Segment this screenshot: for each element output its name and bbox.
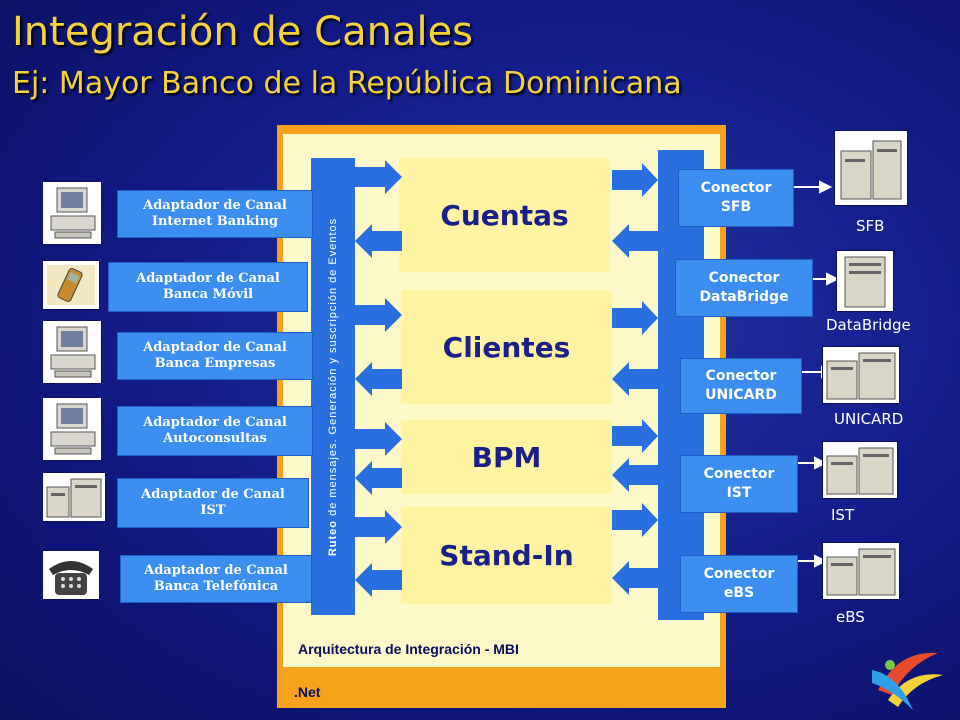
service-stand-in: Stand-In: [401, 507, 612, 604]
page-subtitle: Ej: Mayor Banco de la República Dominica…: [12, 66, 682, 101]
arrow-left: [612, 458, 658, 492]
mbi-label: Arquitectura de Integración - MBI: [298, 641, 519, 657]
system-databridge-label: DataBridge: [826, 316, 911, 334]
message-routing-bus: [311, 158, 355, 615]
arrow-right: [612, 301, 658, 335]
arrow-right: [355, 160, 402, 194]
computer-icon: [42, 397, 102, 461]
arrow-left: [612, 362, 658, 396]
arrow-left: [612, 561, 658, 595]
arrow-left: [355, 461, 402, 495]
service-bpm: BPM: [401, 420, 612, 494]
arrow-left: [355, 224, 402, 258]
server-icon: [822, 346, 900, 404]
arrow-left: [612, 224, 658, 258]
arrow-right: [355, 298, 402, 332]
service-clientes: Clientes: [401, 290, 612, 404]
server-icon: [822, 542, 900, 600]
page-title: Integración de Canales: [12, 9, 474, 55]
system-ebs-label: eBS: [836, 608, 865, 626]
arrow-left: [355, 563, 402, 597]
company-logo: [872, 652, 943, 710]
arrow-right: [612, 419, 658, 453]
computer-icon: [42, 181, 102, 245]
net-label: .Net: [294, 684, 321, 700]
arrow-left: [355, 362, 402, 396]
mobile-phone-icon: [42, 260, 100, 310]
arrow-right: [612, 503, 658, 537]
arrow-right: [612, 163, 658, 197]
system-sfb-label: SFB: [856, 217, 885, 235]
arrow-right: [355, 422, 402, 456]
system-unicard-label: UNICARD: [834, 410, 904, 428]
system-ist-label: IST: [831, 506, 855, 524]
computer-icon: [42, 320, 102, 384]
service-cuentas: Cuentas: [399, 158, 610, 272]
server-icon: [836, 250, 894, 312]
arrow-right: [355, 510, 402, 544]
server-icon: [42, 472, 106, 522]
server-icon: [834, 130, 908, 206]
telephone-icon: [42, 550, 100, 600]
server-icon: [822, 441, 898, 499]
